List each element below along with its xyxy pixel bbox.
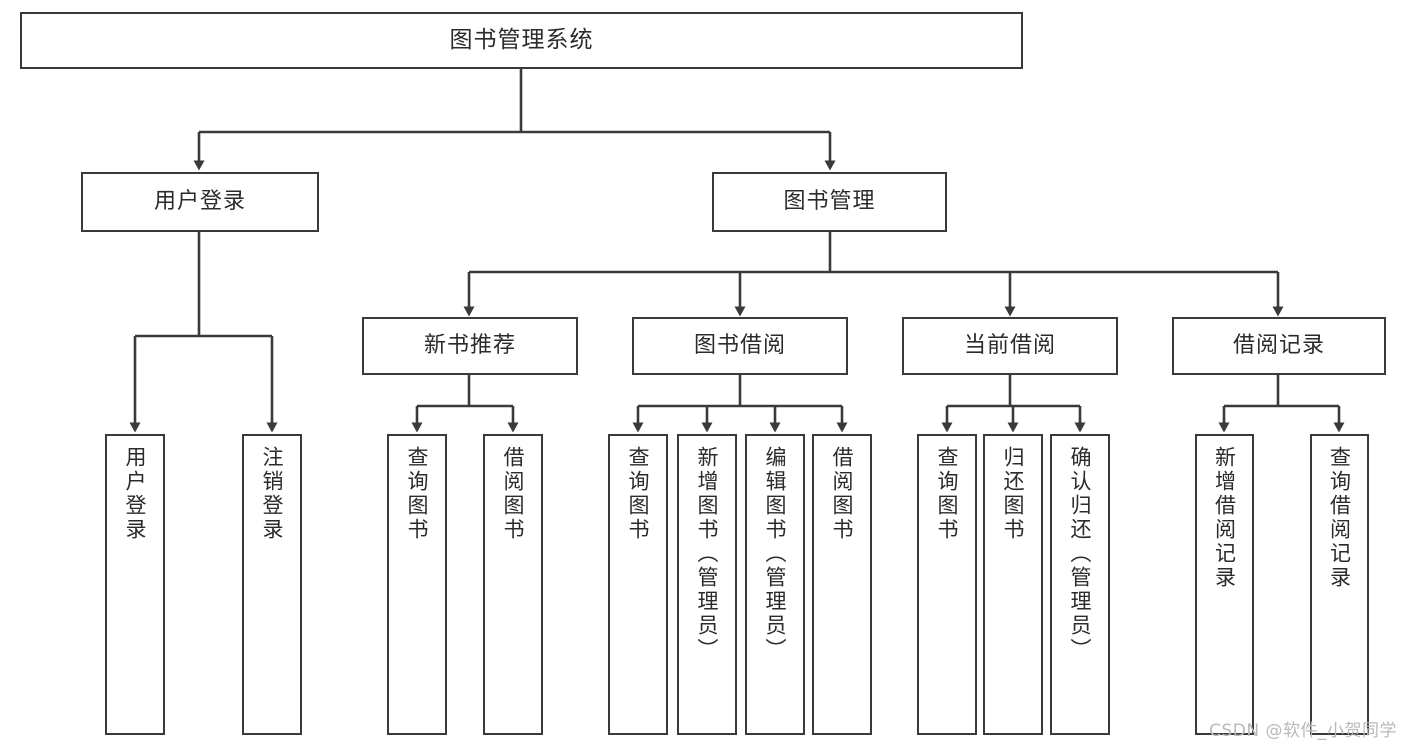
node-label: 图书管理	[783, 188, 876, 214]
leaf-new-book-query[interactable]: 查询图书	[387, 434, 447, 735]
node-label: 借阅图书	[501, 446, 526, 542]
node-label: 查询借阅记录	[1327, 446, 1352, 590]
node-root-book-management-system[interactable]: 图书管理系统	[20, 12, 1023, 69]
leaf-current-query-book[interactable]: 查询图书	[917, 434, 977, 735]
node-label: 借阅图书	[830, 446, 855, 542]
node-label: 查询图书	[935, 446, 960, 542]
node-current-borrow[interactable]: 当前借阅	[902, 317, 1118, 375]
node-label: 图书借阅	[693, 332, 786, 358]
node-label: 新增借阅记录	[1212, 446, 1237, 590]
node-label: 当前借阅	[963, 332, 1056, 358]
leaf-record-add[interactable]: 新增借阅记录	[1195, 434, 1254, 735]
watermark: CSDN @软件_小贺同学	[1209, 721, 1397, 741]
leaf-current-return-book[interactable]: 归还图书	[983, 434, 1043, 735]
leaf-current-confirm-return[interactable]: 确认归还（管理员）	[1050, 434, 1110, 735]
node-book-management[interactable]: 图书管理	[712, 172, 947, 232]
node-label: 查询图书	[405, 446, 430, 542]
leaf-record-query[interactable]: 查询借阅记录	[1310, 434, 1369, 735]
node-book-borrow[interactable]: 图书借阅	[632, 317, 848, 375]
leaf-user-login-login[interactable]: 用户登录	[105, 434, 165, 735]
leaf-borrow-query-book[interactable]: 查询图书	[608, 434, 668, 735]
node-label: 归还图书	[1001, 446, 1026, 542]
node-new-book-recommend[interactable]: 新书推荐	[362, 317, 578, 375]
leaf-borrow-add-book[interactable]: 新增图书（管理员）	[677, 434, 737, 735]
leaf-borrow-borrow-book[interactable]: 借阅图书	[812, 434, 872, 735]
node-label: 新书推荐	[423, 332, 516, 358]
leaf-user-login-logout[interactable]: 注销登录	[242, 434, 302, 735]
node-user-login[interactable]: 用户登录	[81, 172, 319, 232]
node-label: 编辑图书（管理员）	[763, 446, 788, 662]
node-label: 用户登录	[123, 446, 148, 542]
node-label: 注销登录	[260, 446, 285, 542]
leaf-borrow-edit-book[interactable]: 编辑图书（管理员）	[745, 434, 805, 735]
node-label: 新增图书（管理员）	[695, 446, 720, 662]
node-label: 确认归还（管理员）	[1068, 446, 1093, 662]
node-borrow-record[interactable]: 借阅记录	[1172, 317, 1386, 375]
leaf-new-book-borrow[interactable]: 借阅图书	[483, 434, 543, 735]
node-label: 查询图书	[626, 446, 651, 542]
node-label: 借阅记录	[1232, 332, 1325, 358]
node-label: 用户登录	[153, 188, 246, 214]
node-label: 图书管理系统	[449, 26, 594, 53]
